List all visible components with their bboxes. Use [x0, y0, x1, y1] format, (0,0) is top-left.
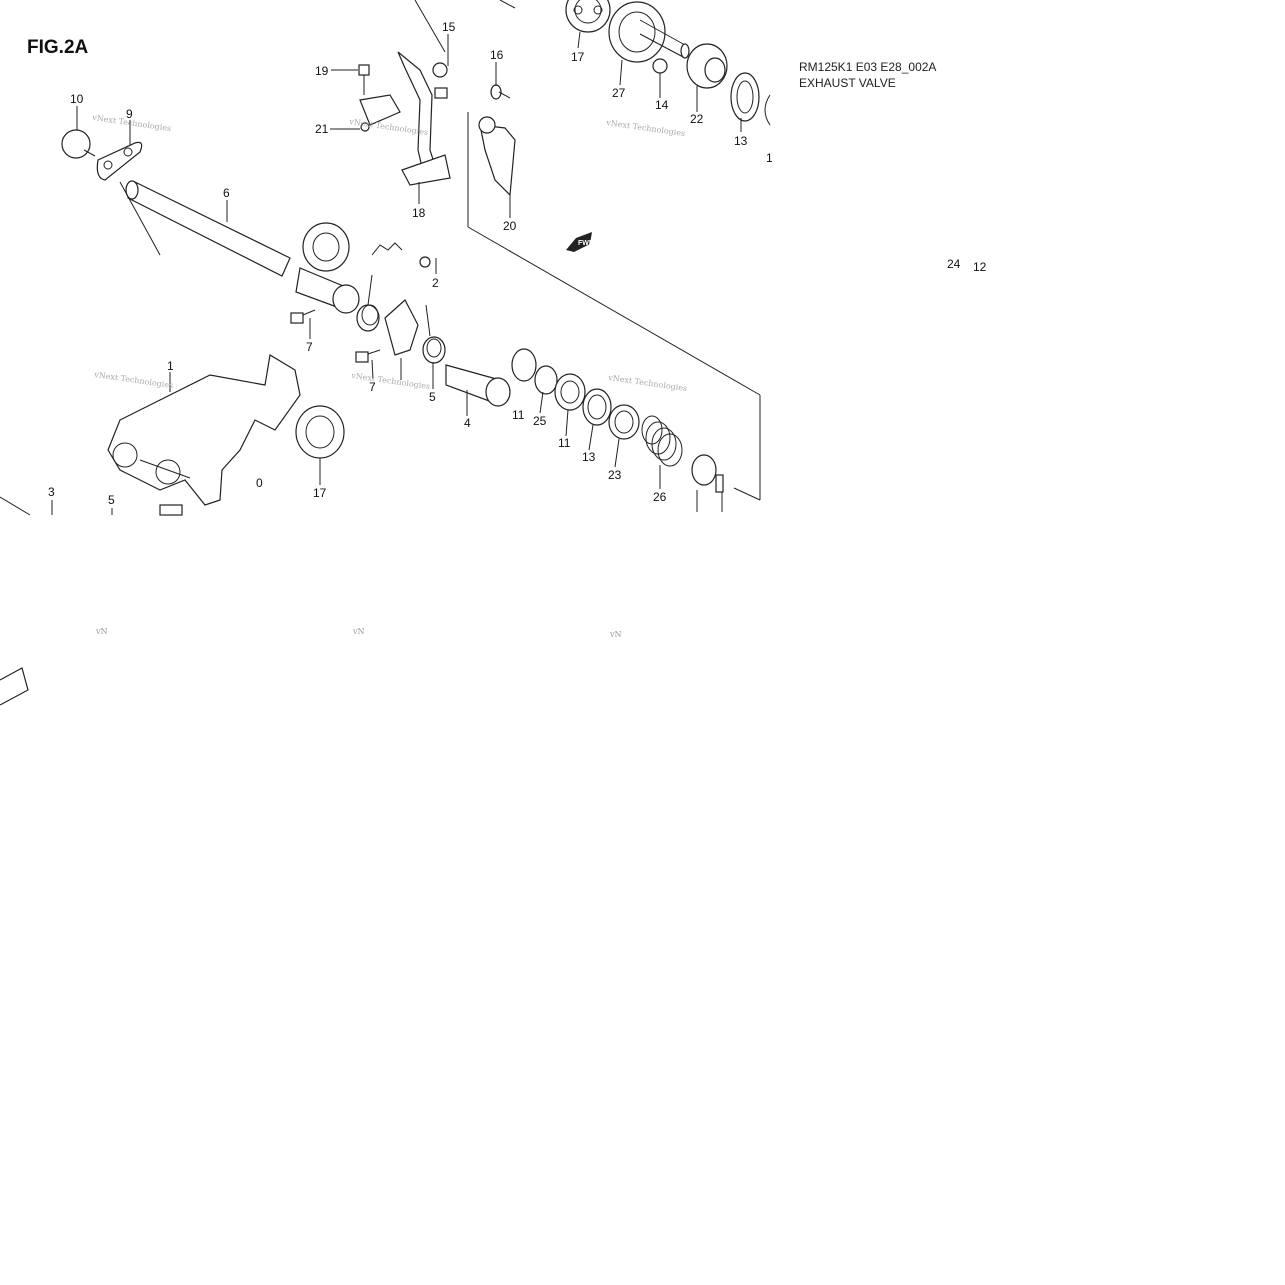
bolt-19: [358, 64, 370, 95]
needle-bearing-13-top: [730, 72, 760, 122]
spring-left: [356, 274, 380, 332]
callout: 7: [306, 340, 313, 354]
callout: 17: [571, 50, 585, 64]
watermark: vNext Technologies: [605, 118, 686, 138]
plate-9: [96, 141, 143, 181]
callout: 22: [690, 112, 704, 126]
nut-10: [61, 129, 96, 159]
partial-part-lower-left: [0, 667, 29, 706]
callout: 1: [766, 151, 773, 165]
callout: 20: [503, 219, 517, 233]
watermarks: vNext Technologies vNext Technologies vN…: [91, 113, 688, 393]
watermark: vNext Technologies: [607, 373, 688, 393]
callout: 19: [315, 64, 329, 78]
callout: 1: [167, 359, 174, 373]
callout: 17: [313, 486, 327, 500]
bearing-upper: [302, 222, 350, 272]
figure-name: EXHAUST VALVE: [799, 76, 896, 90]
sleeve-upper: [295, 267, 360, 314]
washer-11a: [511, 348, 537, 382]
callout: 13: [582, 450, 596, 464]
bolt-16: [490, 84, 511, 100]
bolt-7b: [355, 349, 381, 363]
callout: 5: [108, 493, 115, 507]
circlip-25: [534, 365, 558, 395]
callout-labels: 15 19 16 17 27 14 22 13 1 10 9 21 18 20 …: [48, 20, 987, 507]
callout: 25: [533, 414, 547, 428]
watermark-fragment: vN: [95, 627, 108, 636]
callout: 10: [70, 92, 84, 106]
fwd-label: FWD: [578, 240, 594, 247]
gear-2: [371, 242, 431, 268]
callout: 14: [655, 98, 669, 112]
spring-26: [641, 415, 683, 467]
arm-20: [478, 116, 516, 197]
pin-right: [715, 474, 724, 493]
callout: 9: [126, 107, 133, 121]
callout: 6: [223, 186, 230, 200]
washer-right: [691, 454, 717, 486]
bolt-7a: [290, 309, 316, 324]
callout: 0: [256, 476, 263, 490]
callout: 4: [464, 416, 471, 430]
needle-bearing-13: [582, 388, 612, 426]
watermark: vNext Technologies: [348, 117, 429, 137]
lever-18-assembly: [397, 51, 451, 186]
watermark: vNext Technologies: [93, 370, 174, 390]
fwd-arrow-icon: FWD: [566, 232, 594, 252]
callout: 21: [315, 122, 329, 136]
washer-11b: [554, 373, 586, 411]
callout: 24: [947, 257, 961, 271]
callout: 18: [412, 206, 426, 220]
ball-14: [652, 58, 668, 74]
spring-5: [422, 304, 446, 364]
callout: 15: [442, 20, 456, 34]
sleeve-4: [445, 364, 511, 407]
cam-block: [384, 299, 419, 356]
valve-housing-1: [107, 354, 301, 506]
callout: 7: [369, 380, 376, 394]
callout: 11: [512, 408, 525, 422]
watermark-fragment: vN: [352, 627, 365, 636]
section-boundary: [0, 0, 761, 516]
seal-23: [608, 404, 640, 440]
partial-part-right: [764, 94, 771, 126]
callout: 27: [612, 86, 626, 100]
bolt-lower: [159, 504, 183, 516]
bearing-17-top: [565, 0, 611, 33]
callout: 26: [653, 490, 667, 504]
callout: 5: [429, 390, 436, 404]
figure-code: RM125K1 E03 E28_002A: [799, 60, 937, 74]
gear-27: [608, 1, 690, 63]
callout: 12: [973, 260, 987, 274]
watermark-fragment: vN: [609, 630, 622, 639]
callout: 16: [490, 48, 504, 62]
bearing-17-lower: [295, 405, 345, 459]
callout: 23: [608, 468, 622, 482]
leader-lines: [51, 31, 742, 515]
callout: 3: [48, 485, 55, 499]
figure-title: FIG.2A: [27, 37, 89, 58]
callout: 2: [432, 276, 439, 290]
bracket-21: [359, 94, 401, 132]
shaft-6: [119, 180, 291, 277]
watermark: vNext Technologies: [350, 371, 431, 391]
callout: 11: [558, 436, 571, 450]
cap-22: [686, 43, 728, 89]
callout: 13: [734, 134, 748, 148]
